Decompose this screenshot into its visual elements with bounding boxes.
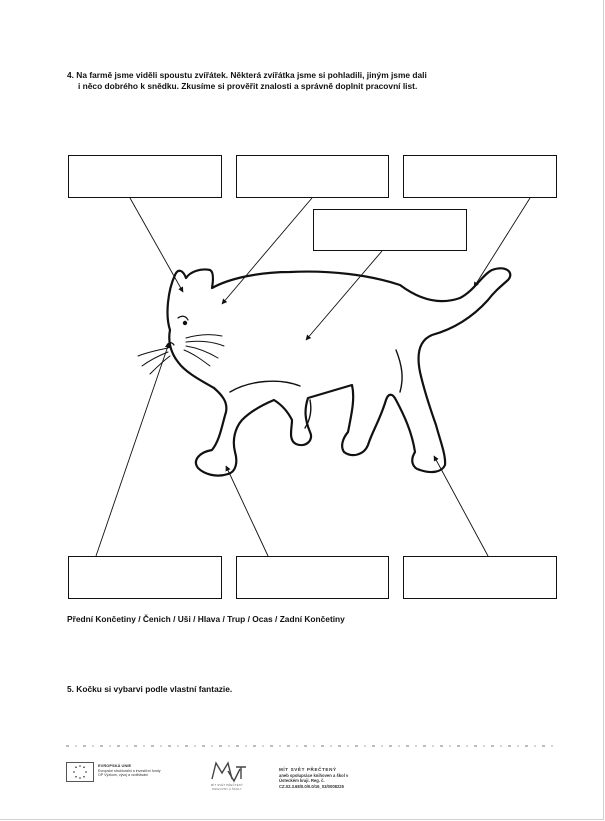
eu-line-2: OP Výzkum, vývoj a vzdělávání bbox=[98, 773, 173, 778]
project-line-3: CZ.02.3.68/0.0/0.0/16_03/0008225 bbox=[279, 784, 348, 790]
pointer-lines bbox=[96, 198, 530, 556]
task-5-instructions: 5. Kočku si vybarvi podle vlastní fantaz… bbox=[67, 684, 232, 695]
project-info: MÍT SVĚT PŘEČTENÝ aneb spolupráce knihov… bbox=[279, 767, 348, 789]
eu-funding-text: EVROPSKÁ UNIE Evropské strukturální a in… bbox=[98, 764, 173, 778]
cat-whiskers bbox=[138, 335, 224, 374]
pointer-body bbox=[306, 251, 382, 340]
pointer-hind-legs bbox=[434, 456, 488, 556]
mvt-logo bbox=[206, 759, 250, 783]
mvt-logo-caption: MÍT SVĚT PŘEČTENÝ KNIHOVNY A ŠKOLY bbox=[203, 783, 251, 791]
cat-outline bbox=[168, 268, 511, 475]
eu-title: EVROPSKÁ UNIE bbox=[98, 763, 131, 768]
pointer-tail bbox=[474, 198, 530, 287]
eu-flag-logo bbox=[66, 762, 94, 782]
pointer-front-legs bbox=[226, 466, 268, 556]
footer-divider bbox=[66, 745, 556, 747]
pointer-snout bbox=[96, 343, 169, 556]
pointer-head bbox=[222, 198, 312, 304]
answer-options: Přední Končetiny / Čenich / Uši / Hlava … bbox=[67, 614, 345, 624]
pointer-ears bbox=[130, 198, 183, 292]
